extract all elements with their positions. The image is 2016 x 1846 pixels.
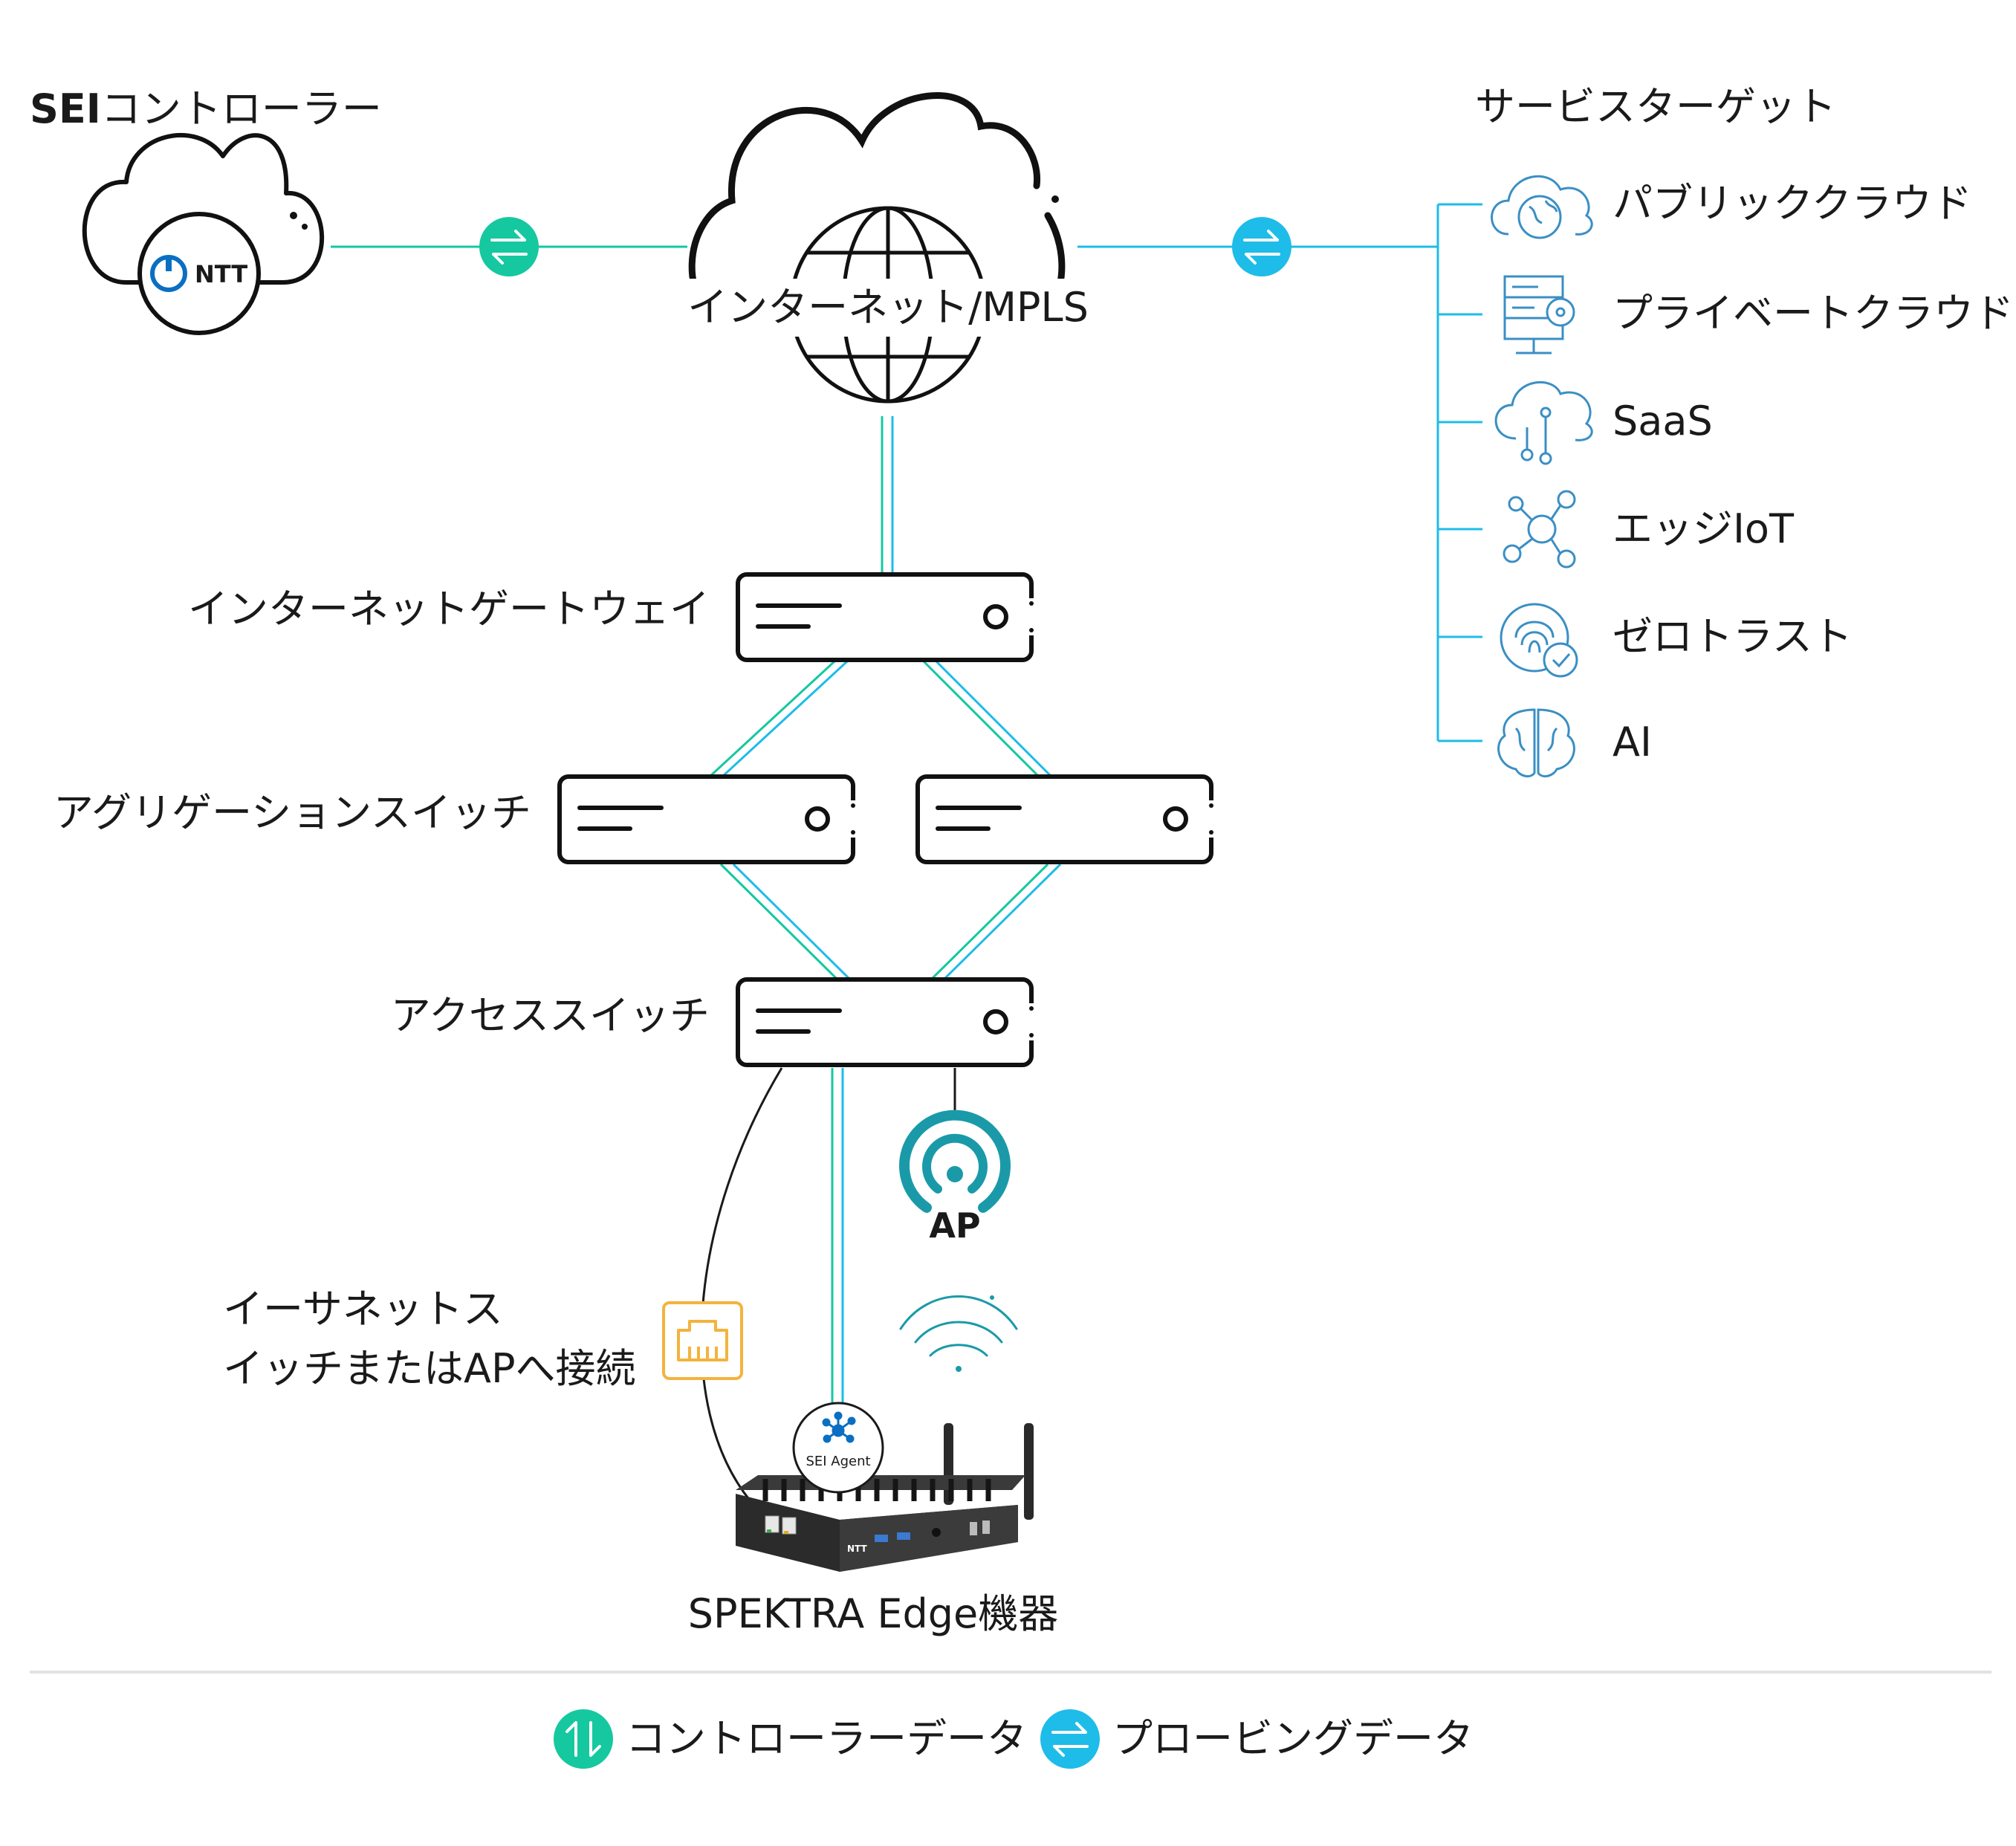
ap-icon (899, 1110, 1011, 1213)
gw-agg-left-control (708, 660, 836, 778)
service-target-saas: SaaS (1613, 398, 1713, 444)
aggregation-switch-right (915, 774, 1216, 864)
internet-gateway: インターネットゲートウェイ (188, 572, 1036, 662)
wifi-icon (899, 1295, 1018, 1372)
gw-agg-right-probing (935, 660, 1053, 778)
sei-agent-badge: SEI Agent (792, 1402, 884, 1494)
service-branches (1438, 203, 1482, 742)
device-label: SPEKTRA Edge機器 (688, 1590, 1059, 1637)
ethernet-label-line1: イーサネットス (223, 1286, 503, 1332)
legend-probing-icon (1040, 1709, 1100, 1769)
aggregation-label: アグリゲーションスイッチ (54, 789, 531, 836)
agent-badge-label: SEI Agent (806, 1454, 870, 1469)
controller-cloud (82, 133, 325, 285)
access-label: アクセススイッチ (391, 992, 710, 1039)
ethernet-cable (700, 1067, 783, 1502)
ap-label: AP (929, 1205, 980, 1246)
legend-control-label: コントローラーデータ (626, 1715, 1027, 1762)
service-target-ai: AI (1613, 719, 1652, 765)
gw-agg-left-probing (721, 660, 849, 778)
globe-cloud-icon (1491, 175, 1593, 239)
service-target-public-cloud: パブリッククラウド (1613, 180, 1972, 227)
connection-lines (331, 203, 1482, 1502)
gateway-label: インターネットゲートウェイ (188, 586, 710, 632)
ethernet-label-line2: イッチまたはAPへ接続 (223, 1345, 636, 1392)
legend-control-icon (554, 1709, 613, 1769)
ntt-logo-icon (150, 255, 187, 292)
access-switch: アクセススイッチ (391, 977, 1036, 1067)
hub-nodes-icon (1503, 490, 1576, 569)
ethernet-note: イーサネットス イッチまたはAPへ接続 (223, 1286, 743, 1392)
aggregation-switch-left: アグリゲーションスイッチ (54, 774, 858, 864)
probing-data-marker (1232, 217, 1291, 276)
internet-cloud-outline (688, 92, 1041, 331)
controller-title: SEIコントローラー (30, 85, 382, 132)
agg-left-access-control (719, 863, 839, 981)
service-target-zero-trust: ゼロトラスト (1613, 613, 1853, 660)
gw-agg-right-control (922, 660, 1040, 778)
legend: コントローラーデータ プロービングデータ (554, 1709, 1474, 1769)
agent-network-icon (822, 1411, 856, 1443)
antenna-right (1024, 1423, 1034, 1520)
access-point: AP (899, 1110, 1011, 1246)
control-data-marker (479, 217, 539, 276)
ethernet-port-icon (662, 1301, 743, 1380)
brain-icon (1497, 708, 1575, 778)
fingerprint-check-icon (1500, 603, 1578, 678)
spektra-edge-device: NTT SEI Agent SPEKTRA Edge機器 (688, 1402, 1059, 1637)
sei-controller: SEIコントローラー NTT (30, 85, 382, 335)
internet-cloud: インターネット/MPLS (687, 92, 1089, 404)
service-targets-title: サービスターゲット (1475, 83, 1836, 130)
service-targets: サービスターゲット パブリッククラウド プライベートクラウド (1475, 83, 2014, 778)
server-icon (1503, 275, 1575, 354)
ntt-logo-text: NTT (195, 260, 247, 288)
device-logo-text: NTT (847, 1544, 868, 1554)
agg-right-access-control (930, 863, 1049, 981)
agg-left-access-probing (732, 863, 852, 981)
service-target-edge-iot: エッジIoT (1613, 505, 1795, 552)
ntt-badge (137, 212, 261, 335)
legend-probing-label: プロービングデータ (1112, 1715, 1474, 1762)
agg-right-access-probing (942, 863, 1062, 981)
service-target-private-cloud: プライベートクラウド (1613, 290, 2014, 337)
internet-label: インターネット/MPLS (687, 284, 1089, 331)
cloud-network-icon (1494, 381, 1593, 465)
